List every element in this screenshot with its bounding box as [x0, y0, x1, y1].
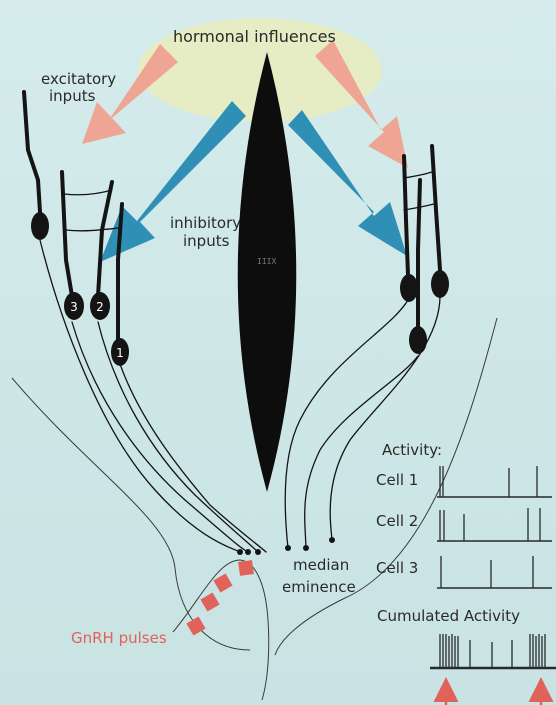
cell-2-label: Cell 2	[376, 512, 418, 530]
excitatory-label-line1: excitatory	[41, 70, 116, 88]
right-neuron-soma-c	[409, 326, 427, 354]
neuron-1-number: 1	[116, 346, 124, 360]
right-neuron-soma-a	[400, 274, 418, 302]
pulse-arrows	[446, 682, 541, 705]
cell-1-label: Cell 1	[376, 471, 418, 489]
cell-3-label: Cell 3	[376, 559, 418, 577]
inhibitory-label-line2: inputs	[183, 232, 229, 250]
left-neuron-soma	[31, 212, 49, 240]
median-label-line2: eminence	[282, 578, 356, 596]
left-neuron-group	[24, 92, 266, 552]
hormonal-influences-label: hormonal influences	[173, 28, 336, 46]
ventricle-mark: IIIX	[257, 257, 276, 266]
activity-traces	[430, 466, 556, 668]
gnrh-pulses-label: GnRH pulses	[71, 629, 167, 647]
median-label-line1: median	[293, 556, 349, 574]
right-neuron-soma-b	[431, 270, 449, 298]
excitatory-label-line2: inputs	[49, 87, 95, 105]
inhibitory-label-line1: inhibitory	[170, 214, 241, 232]
activity-title: Activity:	[382, 441, 442, 459]
neuron-2-number: 2	[96, 300, 104, 314]
gnrh-pulse-squares	[186, 560, 253, 635]
neuron-3-number: 3	[70, 300, 78, 314]
cumulated-activity-label: Cumulated Activity	[377, 607, 520, 625]
